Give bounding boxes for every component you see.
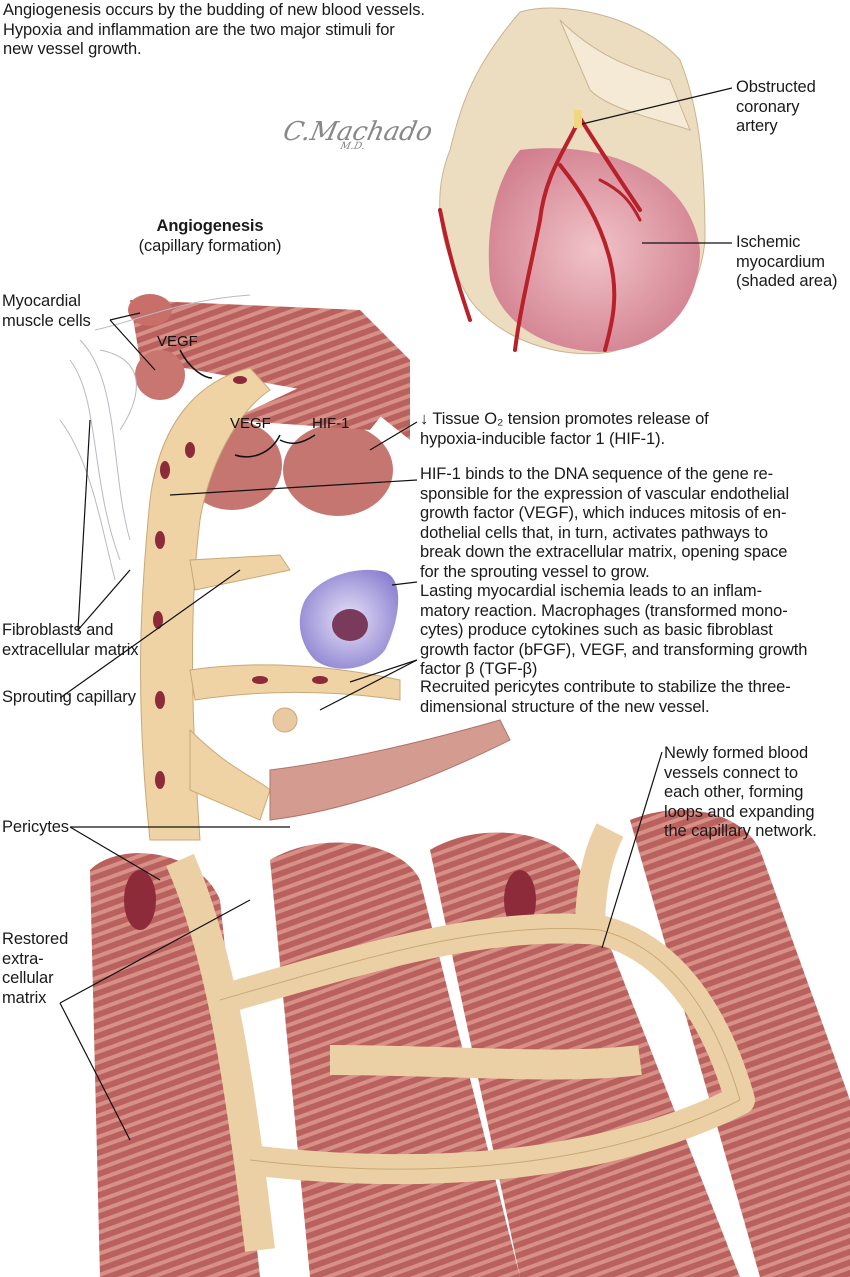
label-hif-1: HIF-1 (312, 415, 350, 432)
capillary-branch (269, 719, 511, 821)
intro-text: Angiogenesis occurs by the budding of ne… (3, 1, 425, 58)
sprouting-capillary (140, 367, 401, 841)
note-pericytes: Recruited pericytes contribute to stabil… (420, 678, 791, 716)
label-myocardial-muscle-cells: Myocardial muscle cells (2, 292, 91, 330)
label-obstructed-artery: Obstructed coronary artery (736, 78, 816, 135)
capillary-network-outline (219, 927, 741, 1170)
pericyte (272, 707, 298, 733)
label-sprouting-capillary: Sprouting capillary (2, 688, 136, 706)
note-tissue-o2: ↓ Tissue O₂ tension promotes release of … (420, 410, 709, 448)
coronary-arteries (438, 116, 642, 352)
macrophage (299, 569, 399, 669)
heading-title: Angiogenesis (156, 217, 264, 235)
leader-lines (59, 87, 733, 1141)
heart (438, 7, 706, 355)
label-ischemic-myocardium: Ischemic myocardium (shaded area) (736, 233, 838, 290)
note-hif-binds: HIF-1 binds to the DNA sequence of the g… (420, 465, 790, 581)
note-inflammation: Lasting myocardial ischemia leads to an … (420, 582, 808, 678)
label-pericytes: Pericytes (2, 818, 69, 836)
obstruction (574, 110, 582, 128)
label-fibroblasts: Fibroblasts and extracellular matrix (2, 621, 139, 659)
heading-subtitle: (capillary formation) (138, 237, 282, 255)
endothelial-nuclei (153, 376, 328, 789)
note-capillary-network: Newly formed blood vessels connect to ea… (664, 744, 817, 840)
extracellular-matrix-fibers (59, 294, 251, 581)
label-vegf-mid: VEGF (230, 415, 271, 432)
label-restored-matrix: Restored extra- cellular matrix (2, 930, 69, 1007)
vegf-arrows (179, 349, 316, 458)
label-vegf-top: VEGF (157, 333, 198, 350)
ischemic-myocardium (488, 148, 700, 352)
